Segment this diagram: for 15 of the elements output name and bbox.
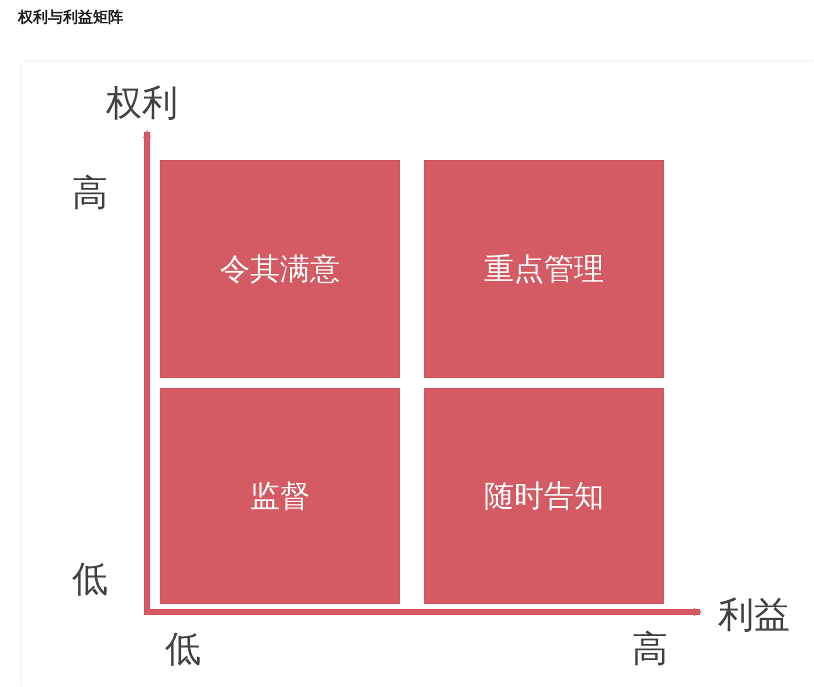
axis-title: 权利: [106, 86, 178, 122]
axis-title: 利益: [718, 598, 790, 634]
quadrant-box: [160, 160, 400, 378]
quadrant-box: [424, 388, 664, 604]
quadrant-label: 令其满意: [220, 250, 340, 288]
axis-tick-label: 低: [165, 632, 201, 668]
axis-tick-label: 高: [632, 632, 668, 668]
quadrant-box: [160, 388, 400, 604]
quadrant-label: 重点管理: [484, 250, 604, 288]
diagram-title: 权利与利益矩阵: [18, 8, 123, 27]
quadrant-label: 随时告知: [484, 478, 604, 516]
quadrant-label: 监督: [250, 478, 310, 516]
quadrant-box: [424, 160, 664, 378]
axis-tick-label: 低: [72, 562, 108, 598]
axis-tick-label: 高: [72, 176, 108, 212]
